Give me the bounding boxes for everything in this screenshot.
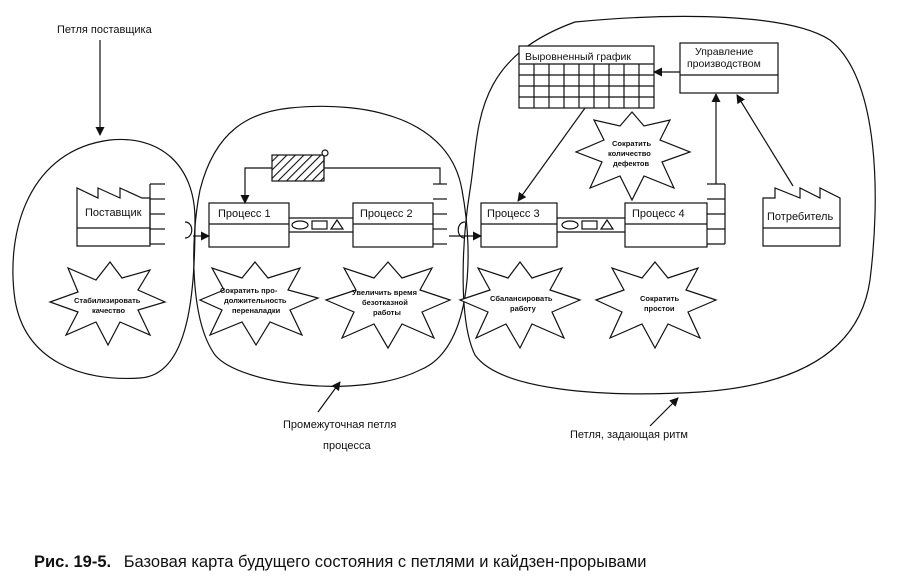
supplier-loop-outline [12, 138, 196, 380]
schedule-to-process-3-arrow [517, 107, 586, 202]
intermediate-loop-label-2: процесса [323, 440, 371, 452]
signal-kanban-left-line [240, 167, 272, 204]
kaizen-burst-downtime [594, 261, 718, 350]
kaizen-downtime-line-1: Сократить [640, 294, 679, 303]
process-box-4 [624, 202, 708, 248]
kaizen-uptime-line-1: Увеличить время [352, 288, 417, 297]
figure-caption-text: Базовая карта будущего состояния с петля… [123, 553, 647, 571]
kaizen-quality-line-2: качество [92, 306, 126, 315]
production-control-box [679, 42, 779, 94]
process-box-1 [208, 202, 290, 248]
process-box-2 [352, 202, 434, 248]
process-4-label: Процесс 4 [632, 208, 685, 220]
process-3-label: Процесс 3 [487, 208, 540, 220]
customer-label: Потребитель [767, 211, 833, 223]
kaizen-burst-uptime [324, 261, 452, 350]
process-4-data-tabs [707, 183, 726, 245]
kaizen-balance-line-2: работу [510, 304, 537, 313]
kaizen-setup-line-1: Сократить про- [220, 286, 278, 295]
intermediate-loop-outline [193, 105, 469, 387]
process-2-label: Процесс 2 [360, 208, 413, 220]
figure-caption: Рис. 19-5. Базовая карта будущего состоя… [34, 553, 646, 572]
kaizen-setup-line-2: должительность [224, 296, 287, 305]
signal-kanban-icon [271, 154, 325, 182]
flow-icon-p3-p4 [561, 218, 615, 230]
intermediate-loop-label-1: Промежуточная петля [283, 419, 396, 431]
leveled-schedule-label: Выровненный график [525, 51, 631, 63]
process-box-3 [480, 202, 558, 248]
kaizen-defects-line-3: дефектов [613, 159, 649, 168]
leveled-schedule-grid [518, 45, 655, 109]
kaizen-quality-line-1: Стабилизировать [74, 296, 141, 305]
kaizen-burst-setup [198, 261, 320, 347]
kaizen-defects-line-2: количество [608, 149, 651, 158]
production-control-label-1: Управление [695, 46, 754, 58]
supplier-data-tabs [149, 183, 165, 245]
supplier-loop-label: Петля поставщика [57, 24, 153, 36]
kaizen-downtime-line-2: простои [644, 304, 675, 313]
production-control-label-2: производством [687, 58, 761, 70]
signal-kanban-right-line [324, 167, 441, 184]
pacemaker-loop-outline [462, 15, 876, 395]
kaizen-burst-quality [48, 261, 167, 347]
kaizen-burst-defects [574, 111, 692, 202]
kaizen-defects-line-1: Сократить [612, 139, 651, 148]
process-1-label: Процесс 1 [218, 208, 271, 220]
kaizen-uptime-line-2: безотказной [362, 298, 408, 307]
pacemaker-loop-label: Петля, задающая ритм [570, 429, 688, 441]
pacemaker-loop-pointer [649, 397, 679, 427]
kaizen-setup-line-3: переналадки [232, 306, 281, 315]
intermediate-loop-pointer [317, 381, 341, 413]
supplier-label: Поставщик [85, 207, 142, 219]
customer-factory-icon [762, 187, 841, 247]
kaizen-balance-line-1: Сбалансировать [490, 294, 553, 303]
kaizen-burst-balance [458, 261, 582, 350]
process-2-pull-arc [457, 221, 466, 239]
process-2-data-tabs [433, 183, 447, 245]
kaizen-uptime-line-3: работы [373, 308, 401, 317]
figure-caption-label: Рис. 19-5. [34, 553, 112, 571]
customer-to-control-arrow [736, 94, 794, 187]
supplier-pull-arc [184, 221, 193, 239]
signal-kanban-post-knob [321, 149, 329, 157]
flow-icon-p1-p2 [291, 218, 345, 230]
